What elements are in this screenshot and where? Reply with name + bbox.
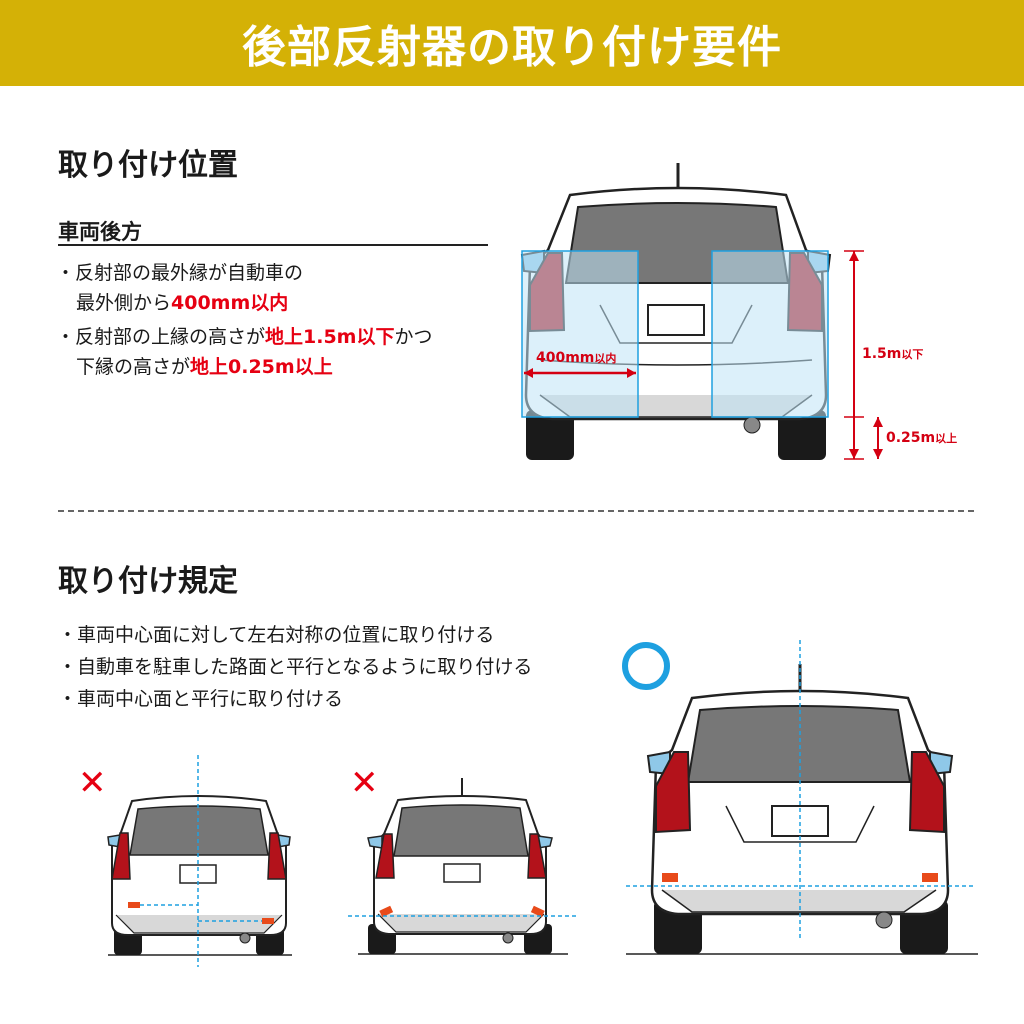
- highlight-0-25m: 地上0.25m以上: [190, 356, 333, 378]
- position-section-title: 取り付け位置: [58, 148, 238, 183]
- page-title: 後部反射器の取り付け要件: [242, 22, 782, 73]
- rule-parallel-center: ・車両中心面と平行に取り付ける: [58, 688, 344, 710]
- incorrect-mark-2: ✕: [350, 763, 379, 803]
- subtitle-underline: [58, 244, 488, 246]
- asymmetric-example-car: [107, 755, 292, 967]
- rules-section-title: 取り付け規定: [58, 564, 238, 599]
- upper-height-label: 1.5m以下: [862, 346, 924, 362]
- highlight-400mm: 400mm以内: [171, 292, 289, 314]
- rear-car-dimension-diagram: [520, 163, 883, 460]
- correct-example-car: [626, 640, 978, 955]
- header-banner: 後部反射器の取り付け要件: [0, 0, 1024, 86]
- bullet-outer-edge: ・反射部の最外縁が自動車の 最外側から400mm以内: [56, 262, 304, 314]
- bullet-height: ・反射部の上縁の高さが地上1.5m以下かつ 下縁の高さが地上0.25m以上: [56, 326, 433, 378]
- rule-symmetric: ・車両中心面に対して左右対称の位置に取り付ける: [58, 624, 495, 646]
- tilted-example-car: [348, 778, 576, 955]
- rear-subtitle: 車両後方: [58, 220, 142, 244]
- section-divider: [58, 510, 974, 512]
- left-reflector-zone: [521, 250, 639, 418]
- incorrect-mark-1: ✕: [78, 763, 107, 803]
- right-reflector-zone: [711, 250, 829, 418]
- highlight-1-5m: 地上1.5m以下: [265, 326, 395, 348]
- lower-height-label: 0.25m以上: [886, 430, 958, 446]
- rule-parallel-road: ・自動車を駐車した路面と平行となるように取り付ける: [58, 656, 533, 678]
- correct-mark: [622, 642, 670, 690]
- width-dimension-label: 400mm以内: [536, 350, 617, 366]
